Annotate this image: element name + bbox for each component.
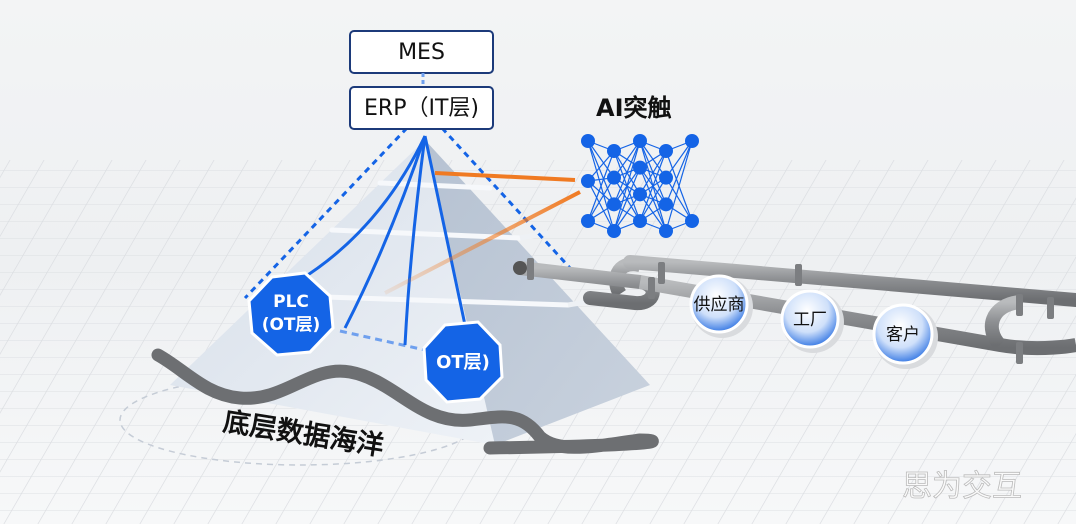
nn-edge <box>587 177 615 222</box>
ai-title: AI突触 <box>596 94 672 122</box>
plc-octagon: PLC (OT层) <box>247 271 335 357</box>
nn-node <box>607 197 621 212</box>
pipe-loop <box>984 295 1022 350</box>
pyramid-dashed-outline <box>243 126 572 300</box>
nn-edge <box>613 167 641 232</box>
ai-link-line <box>384 190 581 295</box>
pipe-flange <box>648 277 655 299</box>
nn-node <box>633 134 647 148</box>
erp-box: ERP（IT层) <box>349 86 494 130</box>
nn-edge <box>613 140 641 205</box>
plc-octagon-shape <box>247 271 335 357</box>
nn-edge <box>587 180 615 232</box>
apex-connection-lines <box>299 135 467 346</box>
nn-node <box>581 174 595 188</box>
ot-octagon-shape <box>422 320 504 404</box>
node-label: 客户 <box>886 325 920 345</box>
nn-node <box>607 144 621 158</box>
pipeline-node-customer: 客户 <box>872 303 938 369</box>
nn-node <box>659 144 673 158</box>
nn-node <box>685 134 699 148</box>
nn-edge <box>665 140 693 205</box>
tier-line <box>519 230 549 241</box>
ai-neural-network <box>581 134 699 238</box>
data-ocean-wave <box>151 348 659 455</box>
erp-box-frame <box>349 86 494 130</box>
nn-node <box>607 170 621 185</box>
ai-links <box>384 171 581 295</box>
nn-node <box>581 214 595 228</box>
pipe-flange <box>1047 297 1054 319</box>
pipeline-node-factory: 工厂 <box>780 289 844 353</box>
ot-octagon: OT层) <box>422 320 504 404</box>
nn-edge <box>587 140 615 205</box>
nn-edge <box>613 193 641 232</box>
nn-edge <box>587 150 615 222</box>
nn-edge <box>613 140 641 232</box>
nn-edge <box>639 177 667 222</box>
nn-edge <box>639 150 667 195</box>
nn-node <box>659 197 673 212</box>
nn-node <box>659 224 673 238</box>
plc-label-line2: (OT层) <box>262 315 321 335</box>
node-label: 供应商 <box>694 295 745 315</box>
pipe-lower <box>638 275 1076 356</box>
nn-node <box>633 187 647 202</box>
watermark: 思为交互 <box>902 469 1022 504</box>
nn-node <box>659 170 673 185</box>
node-face <box>872 303 934 365</box>
node-label: 工厂 <box>793 310 827 330</box>
nn-edge <box>665 140 693 232</box>
pipe-flange <box>658 262 665 284</box>
nn-edge <box>587 140 615 179</box>
erp-label: ERP（IT层) <box>364 96 479 121</box>
tier-line <box>329 227 523 241</box>
node-face <box>780 289 840 349</box>
nn-node <box>633 160 647 175</box>
nn-edge <box>613 140 641 179</box>
mes-box: MES <box>349 30 494 74</box>
plc-label-line1: PLC <box>273 292 309 312</box>
nn-node <box>633 214 647 228</box>
nn-edge <box>639 150 667 222</box>
pipe-flange <box>1016 294 1023 316</box>
nn-edge <box>665 177 693 222</box>
nn-node <box>607 224 621 238</box>
pipe-flanges <box>527 258 1054 364</box>
nn-node <box>581 134 595 148</box>
pipe-flange <box>1016 342 1023 364</box>
mes-label: MES <box>398 40 445 65</box>
pyramid-left-face <box>170 140 495 445</box>
nn-edge <box>665 140 693 179</box>
node-face <box>689 274 749 334</box>
ot-dashed-link <box>339 329 426 352</box>
pipe-flange <box>795 264 802 286</box>
pipeline: 供应商 工厂 客户 <box>513 255 1076 369</box>
ot-label: OT层) <box>436 352 490 373</box>
pipe-upper <box>623 255 1076 307</box>
ai-link-line <box>434 171 576 182</box>
pipe-flange <box>527 258 534 280</box>
pipeline-node-supplier: 供应商 <box>689 274 753 338</box>
nn-node <box>685 214 699 228</box>
